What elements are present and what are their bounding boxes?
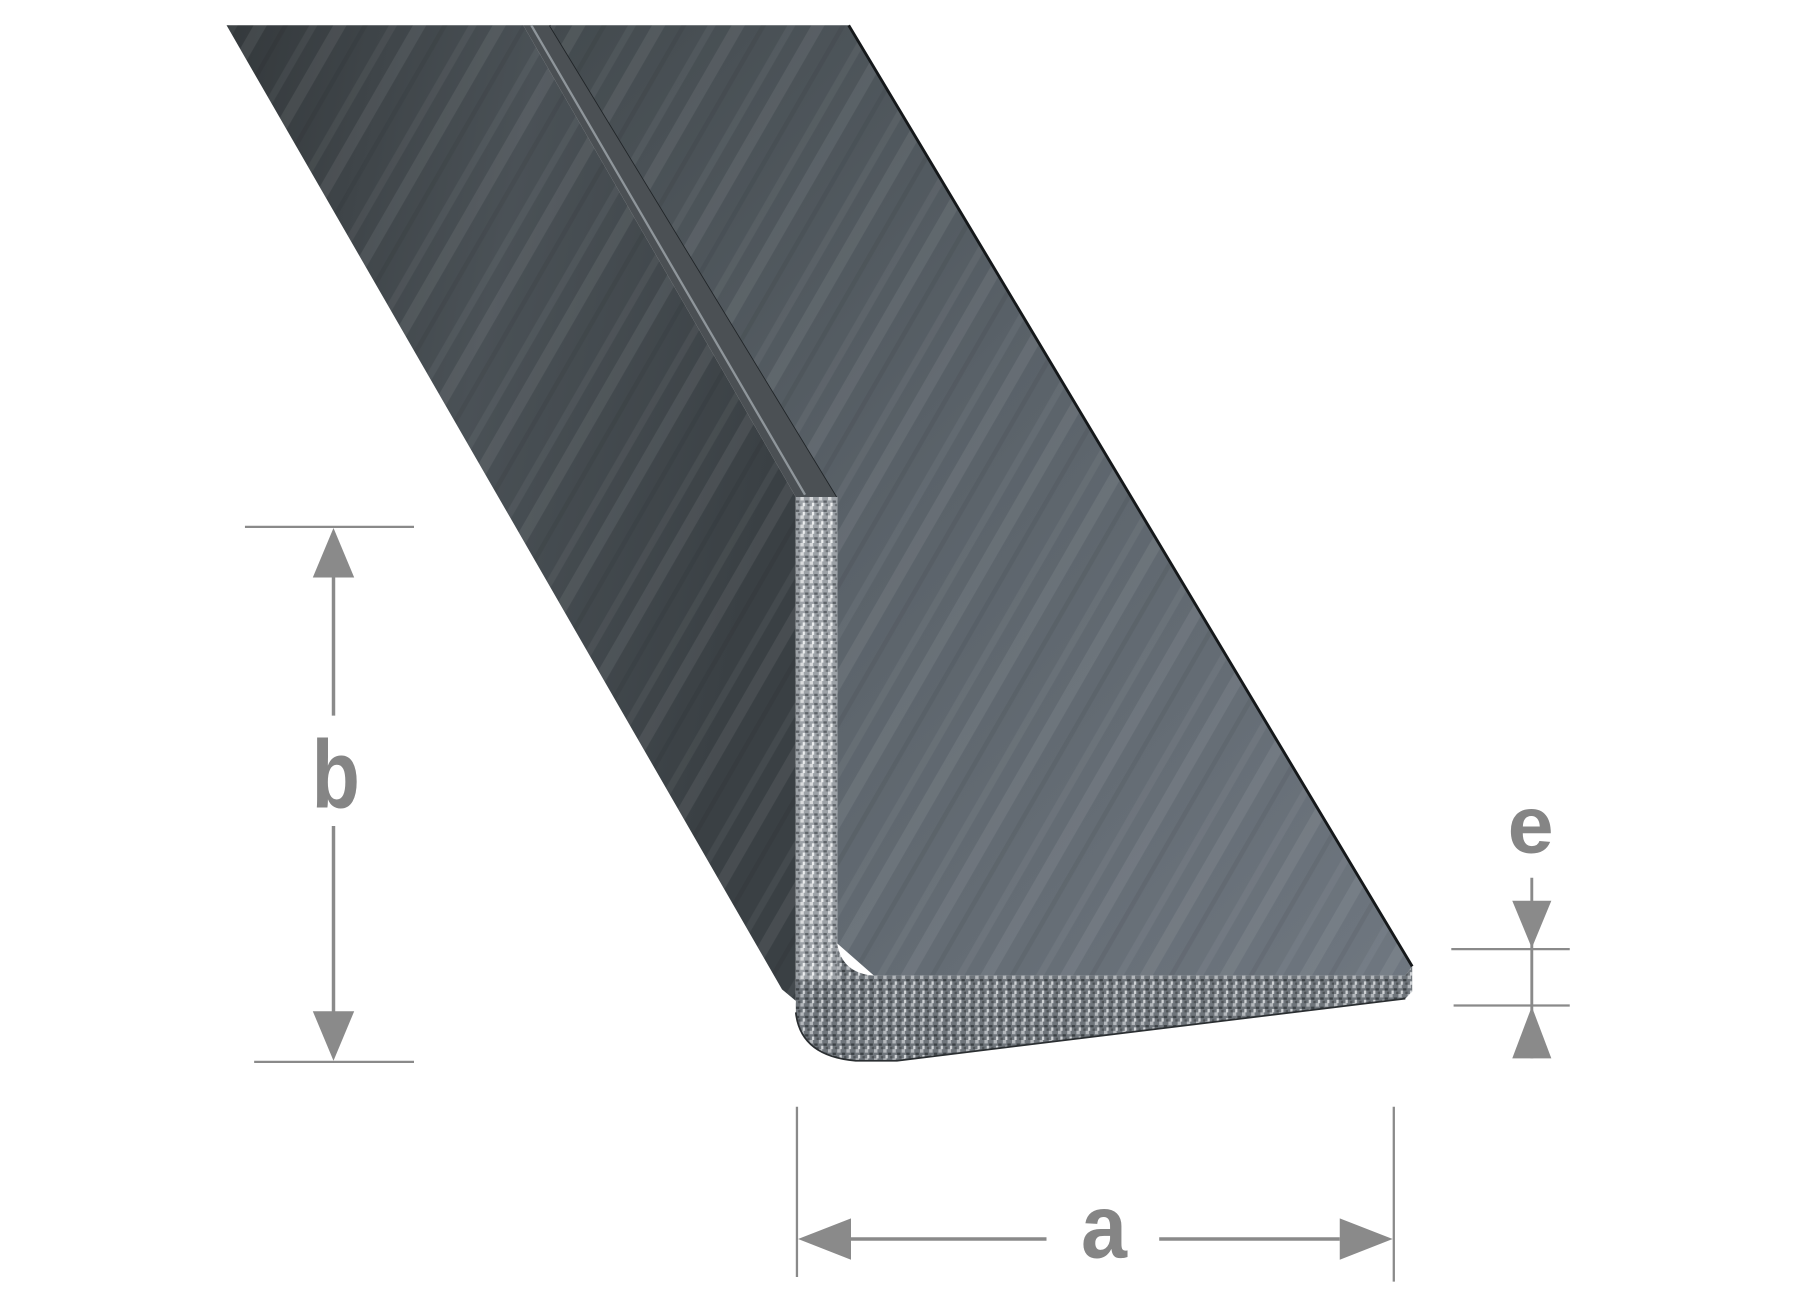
arrow-right-icon [1339,1218,1393,1260]
highlight-line [530,24,806,496]
steel-angle-profile [226,24,1414,1062]
label-e: e [1508,780,1554,870]
dimension-a [795,1106,1395,1282]
vertical-flange-cut-edge [795,496,838,981]
arrow-down-icon [312,1011,355,1061]
arrow-up-icon [1512,1006,1552,1059]
arrow-left-icon [798,1218,851,1260]
label-a: a [1081,1177,1128,1277]
dimension-b [244,525,414,1064]
horizontal-flange-cut-edge [795,943,1413,1061]
dimension-e [1451,877,1570,1059]
arrow-down-icon [1512,900,1552,948]
arrow-up-icon [312,528,355,578]
label-b: b [312,722,360,829]
vertical-flange-top-edge [523,25,838,497]
